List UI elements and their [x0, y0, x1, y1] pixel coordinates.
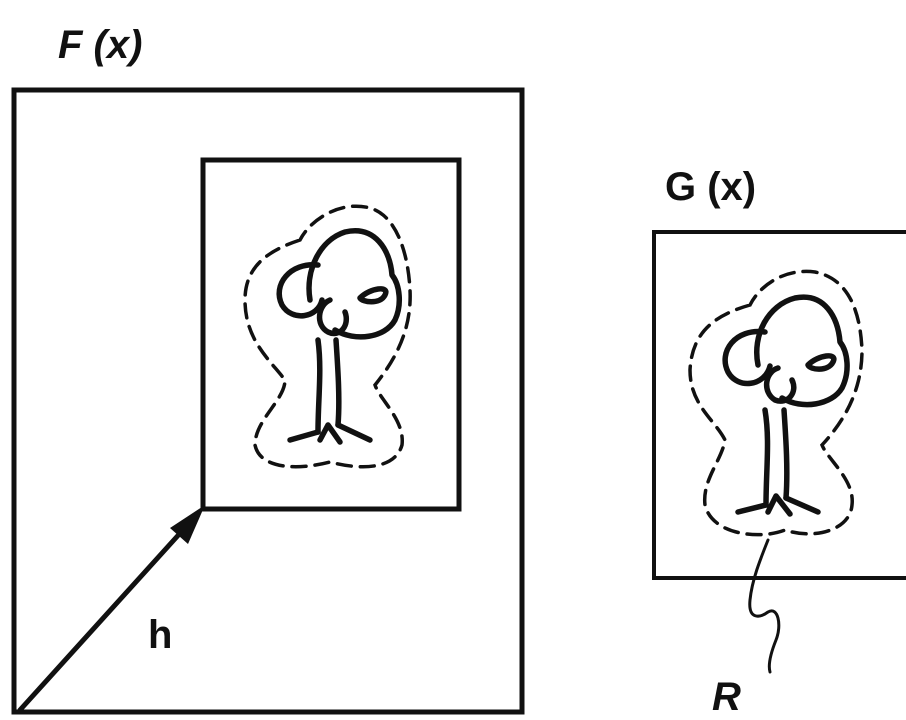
g-tree-crown-left — [722, 328, 773, 387]
f-tree-crown-left — [276, 262, 325, 319]
g-tree-inner-loop — [764, 365, 797, 404]
f-tree-crown — [306, 228, 402, 340]
f-tree-trunk — [315, 337, 342, 435]
g-tree-curl — [805, 353, 837, 372]
h-arrow-head — [170, 505, 205, 544]
g-frame — [652, 230, 906, 580]
f-image-group: F (x) h — [11, 23, 525, 715]
f-sub-window — [200, 157, 462, 512]
f-label: F (x) — [58, 23, 142, 67]
f-tree-roots — [287, 422, 373, 445]
f-tree-curl — [357, 286, 389, 305]
f-tree-sketch — [243, 204, 412, 469]
r-leader-line — [748, 538, 781, 674]
h-label: h — [148, 613, 172, 657]
h-arrow-shaft — [17, 517, 195, 713]
g-tree-sketch — [688, 269, 864, 537]
g-region-outline — [688, 269, 864, 537]
r-region-pointer: R — [712, 538, 781, 719]
r-label: R — [712, 675, 741, 719]
f-region-outline — [243, 204, 412, 469]
f-outer-frame — [11, 87, 525, 715]
g-tree-trunk — [762, 407, 790, 508]
g-label: G (x) — [665, 165, 756, 209]
g-image-group: G (x) R — [652, 165, 906, 719]
f-tree-inner-loop — [316, 297, 349, 337]
g-tree-crown — [754, 294, 850, 408]
h-translation-arrow: h — [17, 505, 205, 713]
g-tree-roots — [735, 493, 821, 517]
